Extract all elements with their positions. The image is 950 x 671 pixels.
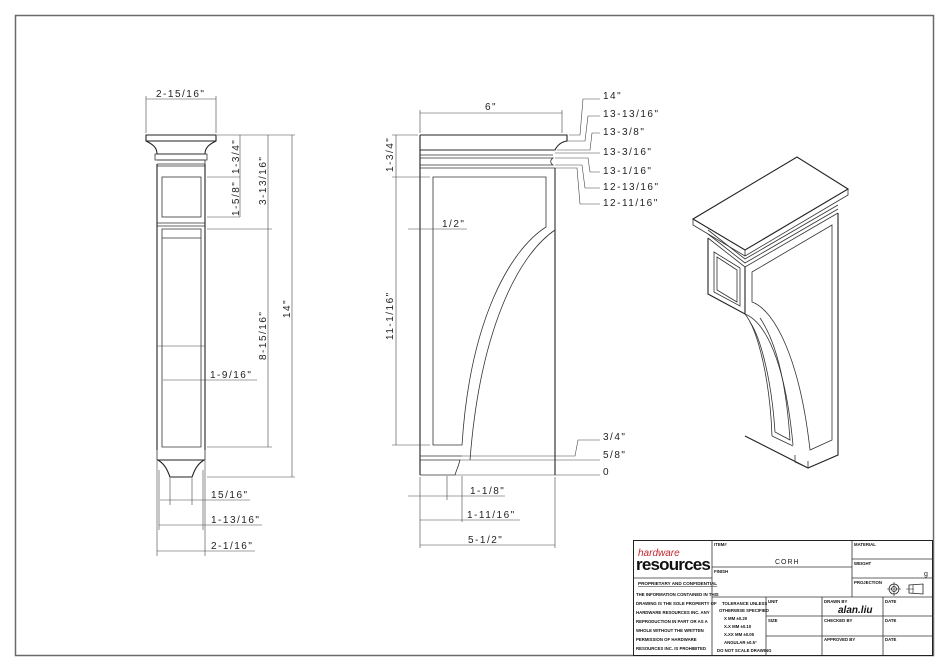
dim-stile-width: 1/2" bbox=[442, 219, 465, 230]
base-label: 0 bbox=[603, 467, 610, 478]
elevation-label: 13-3/16" bbox=[603, 147, 652, 158]
drawn-by-value: alan.liu bbox=[838, 605, 872, 616]
proprietary-heading: PROPRIETARY AND CONFIDENTIAL bbox=[638, 581, 717, 586]
checked-by-label: CHECKED BY bbox=[824, 618, 853, 623]
dim-lower-panel-height: 8-15/16" bbox=[258, 311, 269, 360]
unit-label: UNIT bbox=[768, 599, 778, 604]
title-block: hardware resources PROPRIETARY AND CONFI… bbox=[633, 540, 933, 656]
side-view bbox=[419, 134, 568, 476]
size-label: SIZE bbox=[768, 618, 778, 623]
drawn-by-label: DRAWN BY bbox=[824, 599, 848, 604]
dim-overall-height: 14" bbox=[282, 299, 293, 318]
base-label: 3/4" bbox=[603, 432, 626, 443]
dim-panel-width: 1-9/16" bbox=[210, 370, 252, 381]
dim-foot-width: 1-13/16" bbox=[211, 515, 260, 526]
logo-hardware: hardware bbox=[638, 548, 680, 559]
date-label-drawn: DATE bbox=[885, 599, 897, 604]
elevation-label: 13-3/8" bbox=[603, 127, 645, 138]
tolerance-line: TOLERANCE UNLESS bbox=[722, 601, 767, 606]
elevation-label: 12-11/16" bbox=[603, 198, 659, 209]
dim-side-cap-height: 1-3/4" bbox=[385, 137, 396, 172]
side-view-dimensions: 6" 1-3/4" 11-1/16" 1/2" 14" 13-13/16" 13… bbox=[385, 91, 660, 548]
tolerance-line: DO NOT SCALE DRAWING bbox=[717, 648, 772, 653]
tolerance-line: OTHERWISE SPECIFIED bbox=[719, 608, 769, 613]
tolerance-line: X MM ±0.20 bbox=[724, 616, 748, 621]
item-value: CORH bbox=[775, 559, 800, 566]
base-label: 5/8" bbox=[603, 450, 626, 461]
proprietary-line: DRAWING IS THE SOLE PROPERTY OF bbox=[636, 601, 717, 606]
proprietary-line: REPRODUCTION IN PART OR AS A bbox=[636, 619, 708, 624]
projection-label: PROJECTION bbox=[854, 580, 882, 585]
isometric-view bbox=[691, 156, 850, 469]
dim-foot-depth: 1-1/8" bbox=[470, 486, 505, 497]
front-view-dimensions: 2-15/16" 1-3/4" 1-5/8" 3-13/16" 8-15/16"… bbox=[145, 89, 295, 556]
proprietary-line: RESOURCES INC. IS PROHIBITED bbox=[636, 646, 706, 651]
sheet-border bbox=[14, 14, 935, 657]
approved-by-label: APPROVED BY bbox=[824, 637, 855, 642]
dim-top-depth: 6" bbox=[485, 102, 497, 113]
weight-label: WEIGHT bbox=[854, 561, 872, 566]
dim-base-depth: 5-1/2" bbox=[468, 535, 503, 546]
date-label-approved: DATE bbox=[885, 637, 897, 642]
tolerance-line: X.X MM ±0.10 bbox=[724, 624, 752, 629]
dim-foot-inner-width: 15/16" bbox=[211, 490, 249, 501]
proprietary-line: THE INFORMATION CONTAINED IN THIS bbox=[636, 592, 719, 597]
projection-circle-icon bbox=[887, 582, 901, 596]
tolerance-line: ANGULAR ±0.5° bbox=[724, 640, 757, 645]
elevation-label: 13-1/16" bbox=[603, 166, 652, 177]
proprietary-line: WHOLE WITHOUT THE WRITTEN bbox=[636, 628, 704, 633]
weight-value: g bbox=[924, 571, 928, 578]
dim-top-width: 2-15/16" bbox=[156, 89, 205, 100]
proprietary-line: HARDWARE RESOURCES INC. ANY bbox=[636, 610, 710, 615]
dim-upper-block-height: 3-13/16" bbox=[258, 156, 269, 205]
elevation-label: 12-13/16" bbox=[603, 182, 660, 193]
dim-base-width: 2-1/16" bbox=[211, 541, 253, 552]
dim-body-height: 11-1/16" bbox=[385, 291, 396, 340]
projection-cone-icon bbox=[906, 583, 924, 595]
front-view bbox=[145, 134, 217, 478]
elevation-label: 14" bbox=[603, 91, 622, 102]
proprietary-line: PERMISSION OF HARDWARE bbox=[636, 637, 697, 642]
dim-cap-height: 1-3/4" bbox=[231, 139, 242, 174]
date-label-checked: DATE bbox=[885, 618, 897, 623]
tolerance-line: X.XX MM ±0.05 bbox=[724, 632, 755, 637]
dim-foot-step: 1-11/16" bbox=[467, 510, 516, 521]
finish-label: FINISH bbox=[714, 569, 728, 574]
item-label: ITEM# bbox=[714, 542, 727, 547]
dim-panel-height: 1-5/8" bbox=[231, 181, 242, 216]
logo-resources: resources bbox=[636, 555, 710, 574]
material-label: MATERIAL bbox=[854, 542, 876, 547]
elevation-label: 13-13/16" bbox=[603, 109, 660, 120]
